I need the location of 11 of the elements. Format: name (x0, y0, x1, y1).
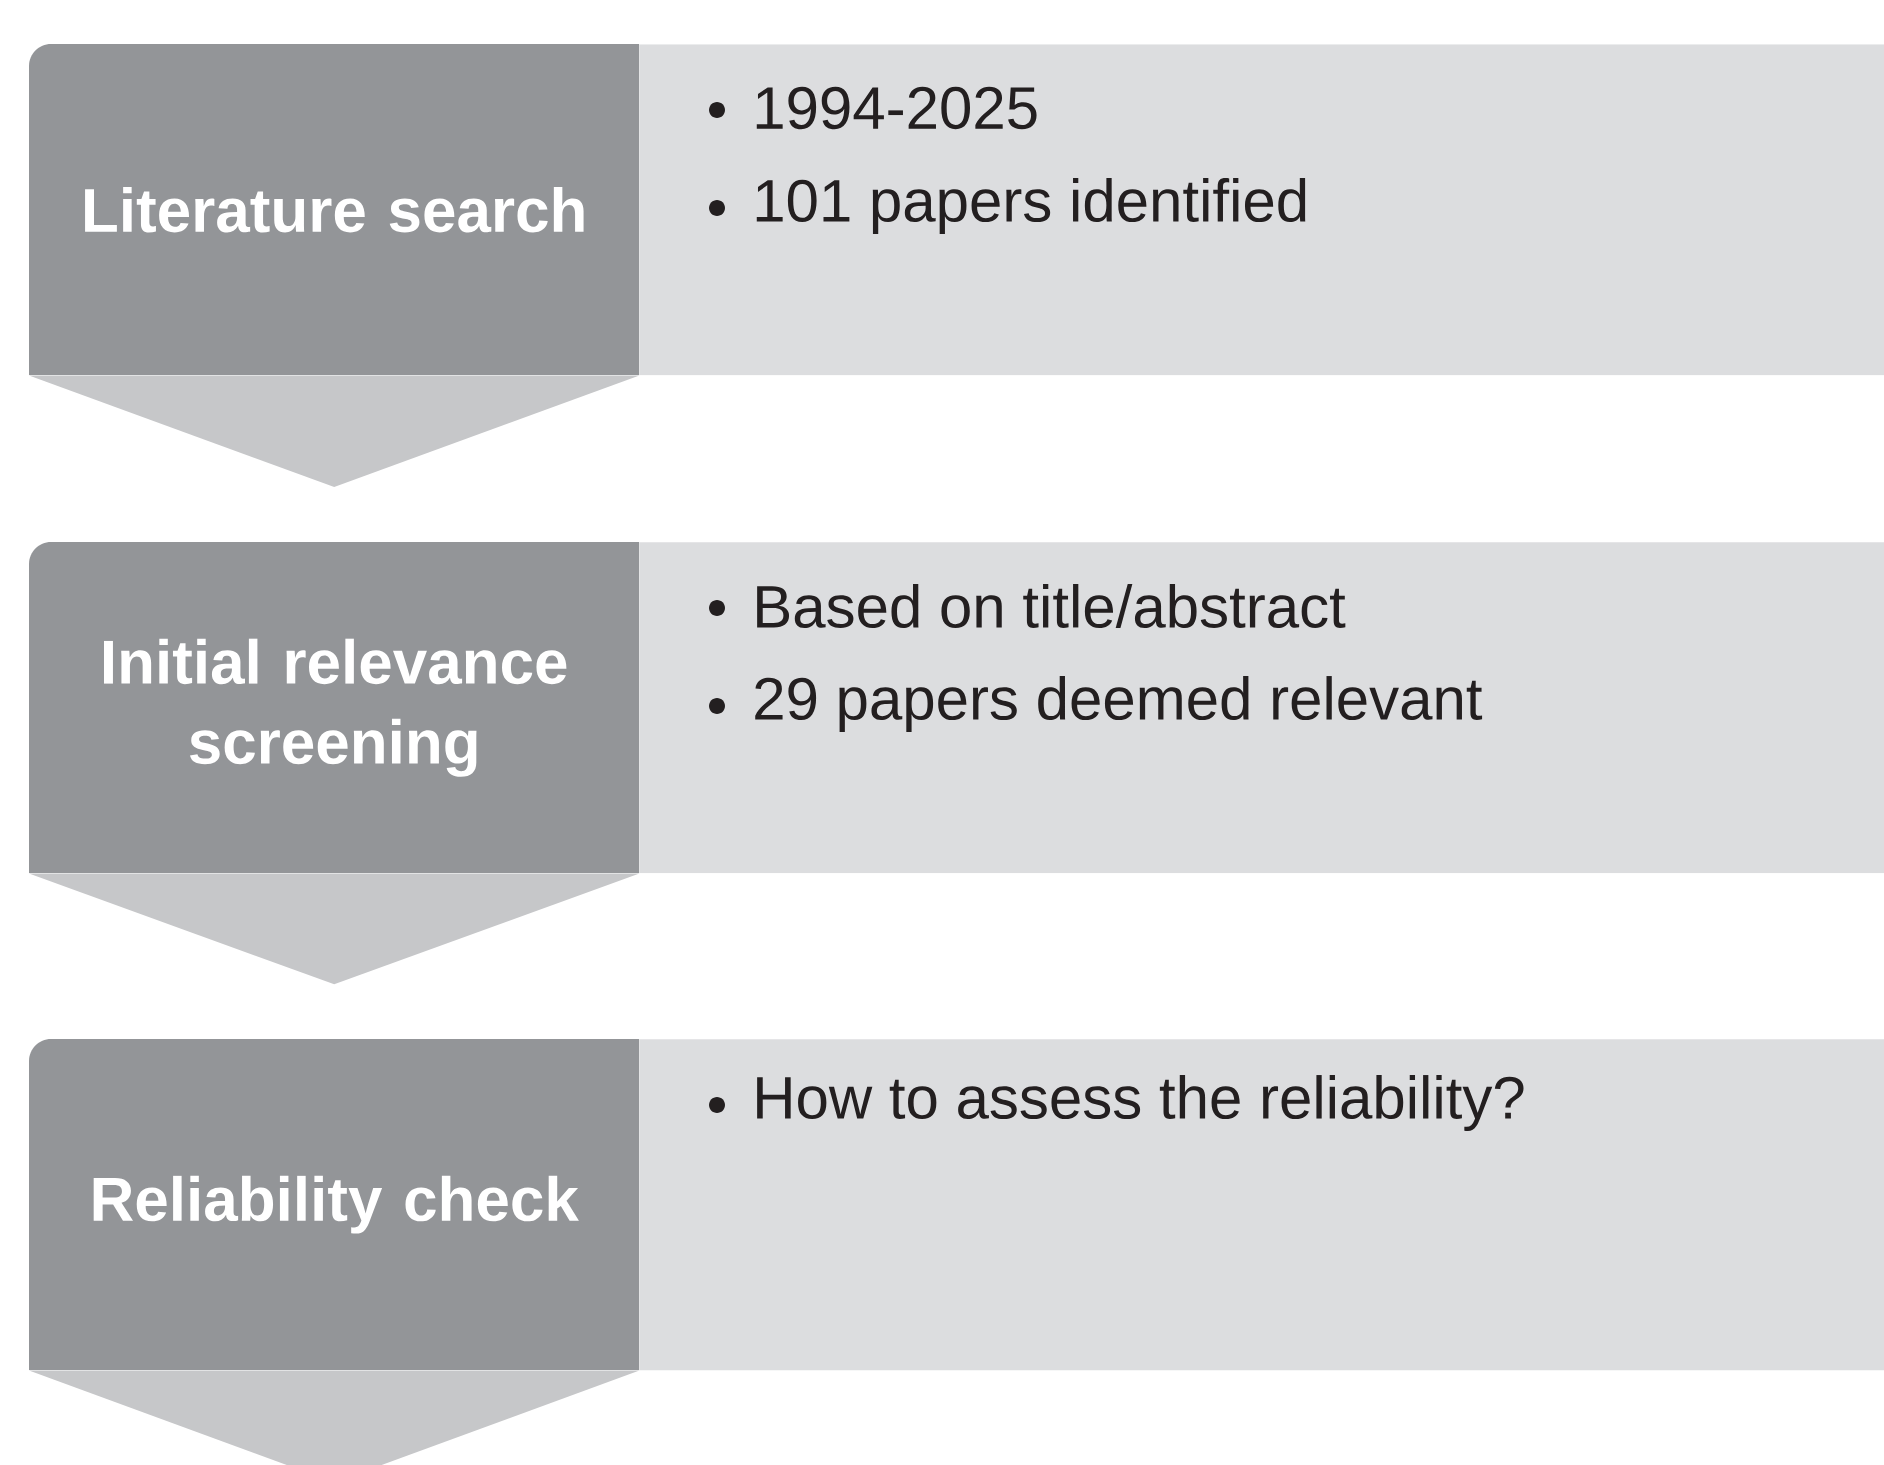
bullet-text: 101 papers identified (756, 178, 1306, 234)
bullet-text: Based on title/abstract (757, 584, 1346, 629)
step-box: Reliability check (29, 1039, 639, 1370)
chevron-arrow (29, 1370, 640, 1465)
chevron-arrow (29, 375, 640, 488)
bullet-text: How to assess the reliability? (757, 1075, 1524, 1131)
bullet-text: 1994-2025 (756, 86, 1037, 130)
step-box: Initial relevance screening (29, 542, 639, 873)
step-box: Literature search (29, 44, 639, 375)
bullet-text: 29 papers deemed relevant (755, 676, 1483, 732)
chevron-arrow (29, 873, 640, 985)
